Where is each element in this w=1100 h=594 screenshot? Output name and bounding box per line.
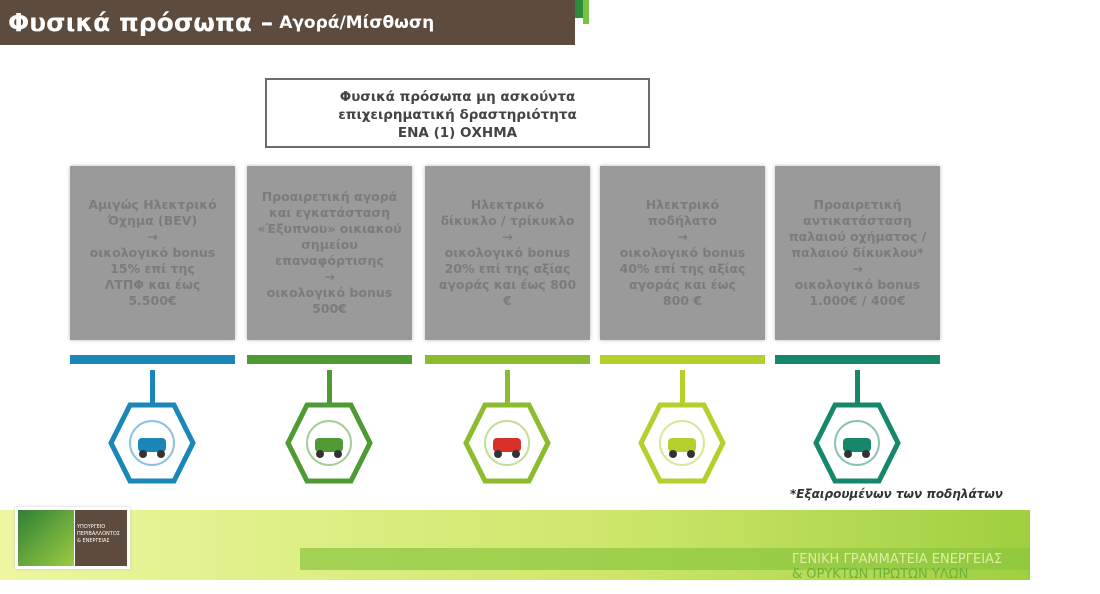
color-bar bbox=[70, 355, 235, 364]
header-subtitle: Αγορά/Μίσθωση bbox=[279, 12, 435, 33]
connector-line bbox=[327, 370, 332, 408]
home-charger-icon bbox=[285, 402, 373, 484]
title-line: Φυσικά πρόσωπα μη ασκούντα bbox=[339, 89, 576, 105]
footer-wave bbox=[300, 548, 1030, 570]
benefit-card: Αμιγώς Ηλεκτρικό Όχημα (BEV) → οικολογικ… bbox=[70, 166, 235, 340]
ministry-line: ΓΕΝΙΚΗ ΓΡΑΜΜΑΤΕΙΑ ΕΝΕΡΓΕΙΑΣ bbox=[792, 552, 1003, 567]
color-bar bbox=[600, 355, 765, 364]
connector-line bbox=[150, 370, 155, 408]
logo-emblem bbox=[18, 510, 74, 566]
color-bar bbox=[775, 355, 940, 364]
benefit-card: Ηλεκτρικό δίκυκλο / τρίκυκλο → οικολογικ… bbox=[425, 166, 590, 340]
connector-line bbox=[855, 370, 860, 408]
electric-atv-icon bbox=[463, 402, 551, 484]
slide-header: Φυσικά πρόσωπα – Αγορά/Μίσθωση bbox=[0, 0, 575, 45]
color-bar bbox=[247, 355, 412, 364]
benefit-card: Προαιρετική αντικατάσταση παλαιού οχήματ… bbox=[775, 166, 940, 340]
ministry-line: & ΟΡΥΚΤΩΝ ΠΡΩΤΩΝ ΥΛΩΝ bbox=[792, 567, 969, 582]
footnote: *Εξαιρουμένων των ποδηλάτων bbox=[790, 487, 1003, 501]
benefit-card: Ηλεκτρικό ποδήλατο → οικολογικό bonus 40… bbox=[600, 166, 765, 340]
ministry-name: ΓΕΝΙΚΗ ΓΡΑΜΜΑΤΕΙΑ ΕΝΕΡΓΕΙΑΣ & ΟΡΥΚΤΩΝ ΠΡ… bbox=[792, 552, 1002, 582]
ministry-logo: ΥΠΟΥΡΓΕΙΟ ΠΕΡΙΒΑΛΛΟΝΤΟΣ & ΕΝΕΡΓΕΙΑΣ bbox=[15, 507, 130, 569]
header-title: Φυσικά πρόσωπα – bbox=[8, 8, 274, 37]
title-box: Φυσικά πρόσωπα μη ασκούντα επιχειρηματικ… bbox=[265, 78, 650, 148]
connector-line bbox=[505, 370, 510, 408]
accent-strip bbox=[575, 0, 583, 18]
benefit-card: Προαιρετική αγορά και εγκατάσταση «Έξυπν… bbox=[247, 166, 412, 340]
title-line: επιχειρηματική δραστηριότητα bbox=[338, 107, 577, 123]
electric-bicycle-icon bbox=[638, 402, 726, 484]
logo-text: ΥΠΟΥΡΓΕΙΟ ΠΕΡΙΒΑΛΛΟΝΤΟΣ & ΕΝΕΡΓΕΙΑΣ bbox=[75, 510, 127, 566]
color-bar bbox=[425, 355, 590, 364]
electric-car-plug-icon bbox=[108, 402, 196, 484]
vehicle-replacement-icon bbox=[813, 402, 901, 484]
title-line: ΕΝΑ (1) ΟΧΗΜΑ bbox=[397, 125, 518, 141]
accent-strip bbox=[583, 0, 589, 24]
connector-line bbox=[680, 370, 685, 408]
